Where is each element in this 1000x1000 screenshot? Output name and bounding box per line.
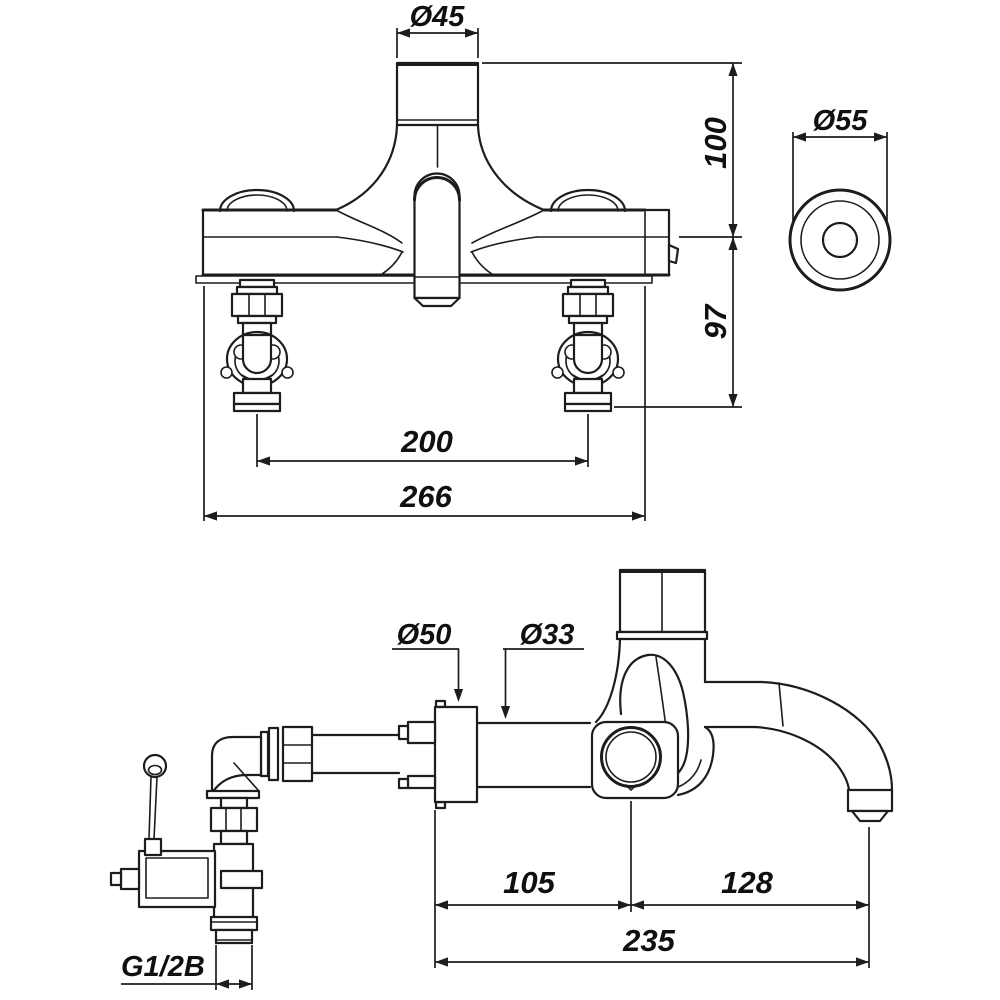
side-body (590, 637, 715, 800)
right-valve-assembly (550, 278, 626, 413)
dim-overall-width: 266 (203, 286, 646, 521)
dim-label-total-projection: 235 (622, 923, 675, 958)
dim-label-flange-diameter: Ø50 (397, 619, 452, 651)
handle-cap-detail: Ø55 (788, 105, 892, 292)
aerator (846, 788, 894, 813)
diverter-tab (667, 243, 680, 265)
side-riser (615, 568, 709, 641)
dim-wall-offset: 105 128 (434, 801, 870, 968)
dim-pipe-diameter: Ø33 (500, 619, 584, 719)
side-spout (703, 680, 894, 823)
dim-label-spout-reach: 128 (721, 865, 773, 900)
dim-label-pipe-diameter: Ø33 (520, 619, 575, 651)
front-view: Ø45 100 97 200 (195, 1, 742, 521)
spout-column (334, 61, 546, 212)
dim-label-overall-width: 266 (399, 479, 452, 514)
dim-handle-cap-diameter: Ø55 (792, 105, 888, 222)
dim-label-spout-diameter: Ø45 (410, 1, 466, 33)
dim-label-wall-offset: 105 (503, 865, 555, 900)
spout-front (413, 172, 461, 308)
dim-label-height-above: 100 (698, 117, 733, 169)
shutoff-valve (109, 753, 264, 945)
dim-spout-diameter: Ø45 (396, 1, 479, 58)
left-valve-assembly (219, 278, 295, 413)
dim-label-handle-cap-diameter: Ø55 (813, 105, 869, 137)
dim-label-connection-spacing: 200 (400, 424, 453, 459)
side-view: Ø50 Ø33 105 128 (109, 568, 894, 990)
dim-total-projection: 235 (435, 923, 869, 967)
dim-label-height-below: 97 (698, 303, 733, 339)
right-escutcheon-dome (549, 188, 627, 213)
dim-thread: G1/2B (121, 945, 253, 990)
left-escutcheon-dome (218, 188, 296, 213)
supply-pipe (475, 721, 592, 789)
dim-connection-spacing: 200 (256, 414, 589, 467)
handle-knob (600, 726, 662, 788)
dim-flange-diameter: Ø50 (392, 619, 464, 702)
dim-label-thread: G1/2B (121, 951, 205, 983)
dim-heights: 100 97 (482, 62, 742, 408)
supply-elbow (205, 725, 401, 800)
wall-flange (397, 699, 479, 810)
valve-lever (142, 753, 168, 857)
